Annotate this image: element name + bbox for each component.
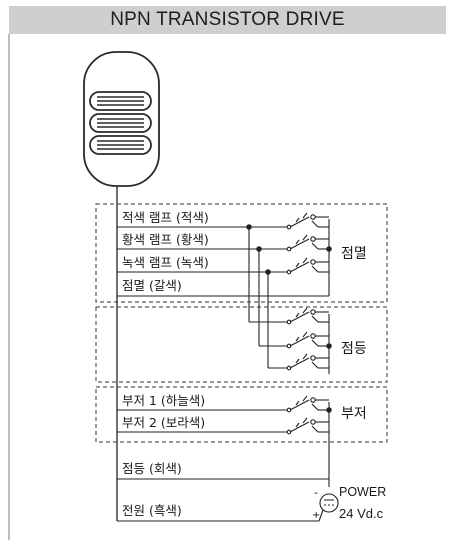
wires bbox=[117, 226, 329, 522]
group-label-blink: 점멸 bbox=[341, 246, 367, 262]
wire-label-blink: 점멸 (갈색) bbox=[122, 278, 182, 293]
power-plus-sign: + bbox=[312, 510, 320, 521]
switch-steady-3-icon bbox=[286, 353, 329, 371]
wire-label-red-lamp: 적색 램프 (적색) bbox=[122, 210, 209, 225]
transistor-switches bbox=[286, 212, 329, 435]
group-box-buzzer bbox=[95, 386, 388, 443]
branch-wires bbox=[246, 224, 287, 369]
power-minus-sign: - bbox=[314, 486, 318, 499]
wire-label-green-lamp: 녹색 램프 (녹색) bbox=[122, 255, 209, 270]
group-box-steady bbox=[95, 306, 388, 383]
wire-label-power: 전원 (흑색) bbox=[122, 503, 182, 518]
group-label-steady: 점등 bbox=[341, 341, 367, 357]
wire-label-buzzer-1: 부저 1 (하늘색) bbox=[122, 393, 205, 408]
power-label: POWER bbox=[339, 485, 386, 499]
switch-red-lamp-icon bbox=[286, 212, 329, 230]
power-supply-icon bbox=[318, 493, 339, 522]
switch-steady-1-icon bbox=[286, 307, 329, 325]
switch-steady-2-icon bbox=[286, 331, 329, 349]
switch-yellow-lamp-icon bbox=[286, 234, 329, 252]
switch-buzzer-2-icon bbox=[286, 417, 329, 435]
wire-label-yellow-lamp: 황색 램프 (황색) bbox=[122, 232, 209, 247]
switch-green-lamp-icon bbox=[286, 257, 329, 275]
wire-label-buzzer-2: 부저 2 (보라색) bbox=[122, 415, 205, 430]
diagram-title: NPN TRANSISTOR DRIVE bbox=[9, 6, 446, 34]
tower-lamp-icon bbox=[83, 51, 160, 187]
wire-label-steady: 점등 (회색) bbox=[122, 461, 182, 476]
switch-buzzer-1-icon bbox=[286, 395, 329, 413]
group-label-buzzer: 부저 bbox=[341, 406, 367, 422]
common-bus bbox=[326, 219, 332, 487]
power-voltage: 24 Vd.c bbox=[339, 506, 384, 521]
group-box-blink bbox=[95, 203, 388, 303]
